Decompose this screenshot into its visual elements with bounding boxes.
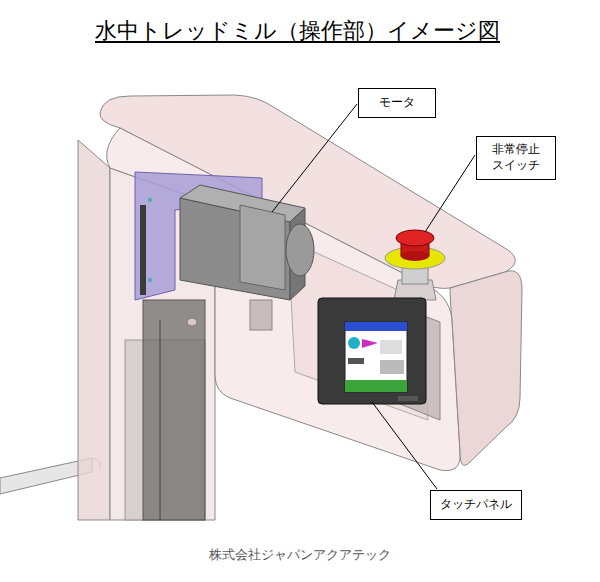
callout-label: タッチパネル <box>440 497 512 513</box>
callout-box: モータ <box>358 88 436 118</box>
company-caption: 株式会社ジャパンアクアテック <box>0 546 600 564</box>
callout-label: 非常停止 スイッチ <box>489 142 543 173</box>
callout-label: モータ <box>379 95 415 111</box>
callout-box: 非常停止 スイッチ <box>476 136 556 180</box>
diagram-title: 水中トレッドミル（操作部）イメージ図 <box>95 16 500 46</box>
callout-box: タッチパネル <box>430 490 522 520</box>
